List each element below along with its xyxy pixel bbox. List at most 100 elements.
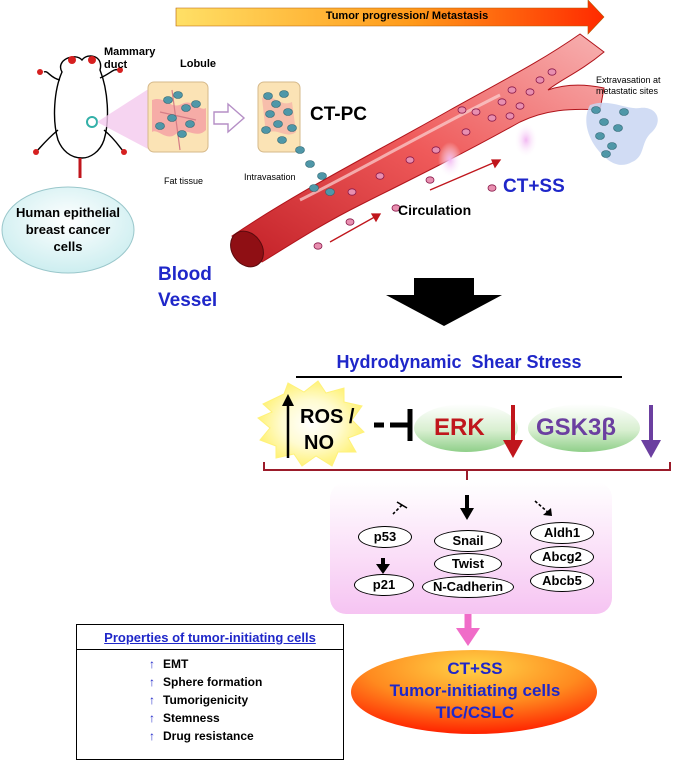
property-item: ↑Sphere formation [149,675,263,689]
stage-arrow [213,102,246,134]
aldh1-marker: Aldh1 [530,522,594,544]
circulating-cell [507,86,517,94]
circulating-cell [375,172,385,180]
no-label: NO [304,432,334,454]
result-arrow [456,614,480,646]
abcg2-marker: Abcg2 [530,546,594,568]
tumor-cell [263,92,273,100]
ros-up-arrow-head [282,394,294,406]
property-item: ↑Drug resistance [149,729,254,743]
snail-marker: Snail [434,530,502,552]
up-arrow-icon: ↑ [149,657,155,671]
tumor-cell [595,132,605,140]
ct-ss-label: CT+SS [503,176,565,197]
tumor-cell [607,142,617,150]
gsk3b-pill [528,404,640,452]
properties-box: Properties of tumor-initiating cells ↑EM… [76,624,344,760]
up-arrow-icon: ↑ [149,675,155,689]
erk-label: ERK [434,414,485,441]
circulating-cell [313,242,323,250]
tumor-cell [273,120,283,128]
circulating-cells [313,68,557,250]
tumor-cell [613,124,623,132]
tumor-cell [287,124,297,132]
property-item: ↑Tumorigenicity [149,693,249,707]
circulating-cell [535,76,545,84]
mouse-illustration [33,55,127,178]
circulating-cell [461,128,471,136]
extravasation-glow [514,122,538,158]
properties-title: Properties of tumor-initiating cells [77,625,343,650]
gsk3b-label: GSK3β [536,414,617,441]
property-item: ↑Stemness [149,711,220,725]
p53-marker: p53 [358,526,412,548]
tumor-cell [279,90,289,98]
progression-banner-arrow [175,0,605,35]
extravasation-label: Extravasation at metastatic sites [596,75,661,96]
tumor-cell [177,130,187,138]
twist-marker: Twist [434,553,502,575]
circulating-cell [345,218,355,226]
shear-stress-title: Hydrodynamic Shear Stress [336,352,582,372]
mammary-duct-label: Mammary duct [104,46,156,71]
tumor-cell [317,172,327,180]
circulating-cell [431,146,441,154]
n-cadherin-marker: N-Cadherin [422,576,514,598]
circulating-cell [515,102,525,110]
circulation-label: Circulation [398,202,472,218]
extravasation-glow [438,142,462,178]
mammary-tissue-block [147,81,209,153]
intravasation-label: Intravasation [244,172,296,182]
injection-spotlight [97,88,150,150]
tic-result-ellipse [351,650,597,734]
blood-vessel-label: Blood Vessel [158,264,218,311]
erk-down-arrow [503,405,523,458]
circulating-cell [487,114,497,122]
tumor-cell [185,120,195,128]
tumor-cell [265,110,275,118]
ros-label: ROS / [300,406,355,428]
tumor-cell [163,96,173,104]
property-item: ↑EMT [149,657,189,671]
fat-tissue-label: Fat tissue [164,176,204,186]
erk-pill [414,404,518,452]
tumor-cell [191,100,201,108]
result-line-1: CT+SS [447,659,503,678]
tumor-cell [181,104,191,112]
circulating-cell [547,68,557,76]
circulating-cell [425,176,435,184]
cells-bubble [1,186,135,274]
tumor-cells [155,90,629,196]
pathway-bracket [263,462,671,471]
stemness-dashed-arrow [534,500,552,516]
tumor-cell [283,108,293,116]
inhibition-symbol [374,409,413,441]
tumor-cell [309,184,319,192]
abcb5-marker: Abcb5 [530,570,594,592]
tumor-cell [277,136,287,144]
tumor-cell [295,146,305,154]
flow-arrows [329,159,502,243]
tumor-cell [325,188,335,196]
tumor-cell [261,126,271,134]
tumor-cell [305,160,315,168]
circulating-cell [487,184,497,192]
circulating-cell [405,156,415,164]
blood-vessel [230,33,605,268]
down-arrow [386,278,502,326]
tumor-cell [599,118,609,126]
p21-marker: p21 [354,574,414,596]
ct-pc-label: CT-PC [310,104,367,125]
tumor-cell [155,122,165,130]
result-text: CT+SS Tumor-initiating cells TIC/CSLC [352,658,598,724]
tumor-cell [619,108,629,116]
p53-to-p21-arrow [376,558,390,574]
result-line-3: TIC/CSLC [435,703,515,722]
circulating-cell [391,204,401,212]
circulating-cell [471,108,481,116]
tumor-cell [271,100,281,108]
result-line-2: Tumor-initiating cells [389,681,561,700]
emt-down-arrow [460,495,474,520]
tumor-cell [591,106,601,114]
gsk3b-down-arrow [641,405,661,458]
